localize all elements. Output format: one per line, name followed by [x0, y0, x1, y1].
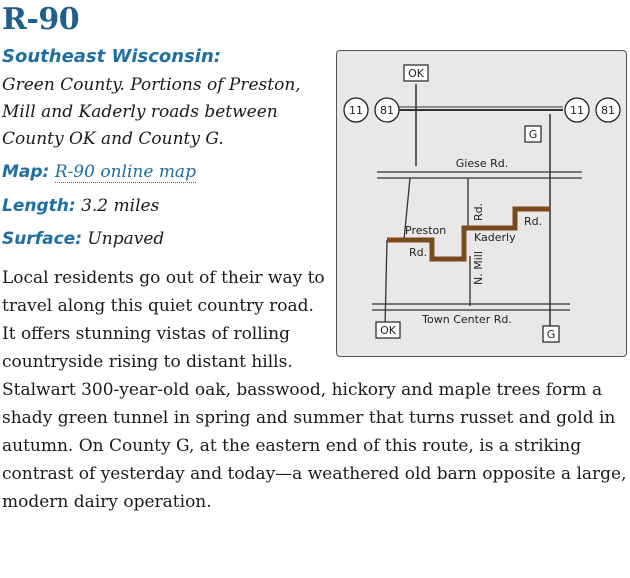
- highway-11-shield-right-label: 11: [570, 104, 584, 117]
- county-g-shield-top: [524, 125, 542, 143]
- mill-road-label: N. Mill: [472, 251, 485, 285]
- route-body-text: Local residents go out of their way to t…: [2, 268, 627, 512]
- highway-11-shield-left: [343, 97, 369, 123]
- mill-road-suffix-label: Rd.: [472, 203, 485, 221]
- county-ok-shield-bottom: [375, 321, 401, 339]
- map-label: Map:: [2, 162, 50, 182]
- county-g-shield-top-label: G: [529, 128, 538, 141]
- county-ok-shield-top: [403, 64, 429, 82]
- preston-road-suffix-label: Rd.: [409, 246, 427, 259]
- highway-81-shield-right-label: 81: [601, 104, 615, 117]
- route-description: Green County. Portions of Preston, Mill …: [2, 75, 301, 149]
- surface-value: Unpaved: [87, 229, 165, 249]
- county-ok-road-south: [384, 239, 388, 329]
- town-center-road-label: Town Center Rd.: [421, 313, 512, 326]
- highway-81-shield-right: [595, 97, 621, 123]
- highway-11-shield-right: [564, 97, 590, 123]
- route-map: OK OK G G 11 81 11 81 Giese Rd. Town Cen…: [336, 50, 627, 357]
- kaderly-road-label: Kaderly: [474, 231, 516, 244]
- county-g-shield-bottom: [542, 325, 560, 343]
- length-value: 3.2 miles: [81, 196, 160, 216]
- county-g-shield-bottom-label: G: [547, 328, 556, 341]
- county-ok-shield-bottom-label: OK: [380, 324, 397, 337]
- region-heading: Southeast Wisconsin:: [2, 46, 221, 67]
- county-ok-shield-top-label: OK: [408, 67, 425, 80]
- online-map-link[interactable]: R-90 online map: [54, 162, 196, 183]
- map-row: Map: R-90 online map: [2, 162, 196, 183]
- kaderly-road-suffix-label: Rd.: [524, 215, 542, 228]
- route-map-svg: OK OK G G 11 81 11 81 Giese Rd. Town Cen…: [343, 64, 621, 343]
- preston-road-north: [403, 177, 411, 241]
- route-body: Local residents go out of their way to t…: [2, 264, 628, 516]
- highway-81-shield-left: [374, 97, 400, 123]
- route-r90-path: [387, 206, 550, 262]
- highway-81-shield-left-label: 81: [380, 104, 394, 117]
- highway-11-shield-left-label: 11: [349, 104, 363, 117]
- length-label: Length:: [2, 196, 76, 216]
- length-row: Length: 3.2 miles: [2, 196, 159, 216]
- surface-row: Surface: Unpaved: [2, 229, 164, 249]
- giese-road-label: Giese Rd.: [456, 157, 508, 170]
- preston-road-label: Preston: [405, 224, 446, 237]
- route-title: R-90: [2, 2, 80, 37]
- surface-label: Surface:: [2, 229, 83, 249]
